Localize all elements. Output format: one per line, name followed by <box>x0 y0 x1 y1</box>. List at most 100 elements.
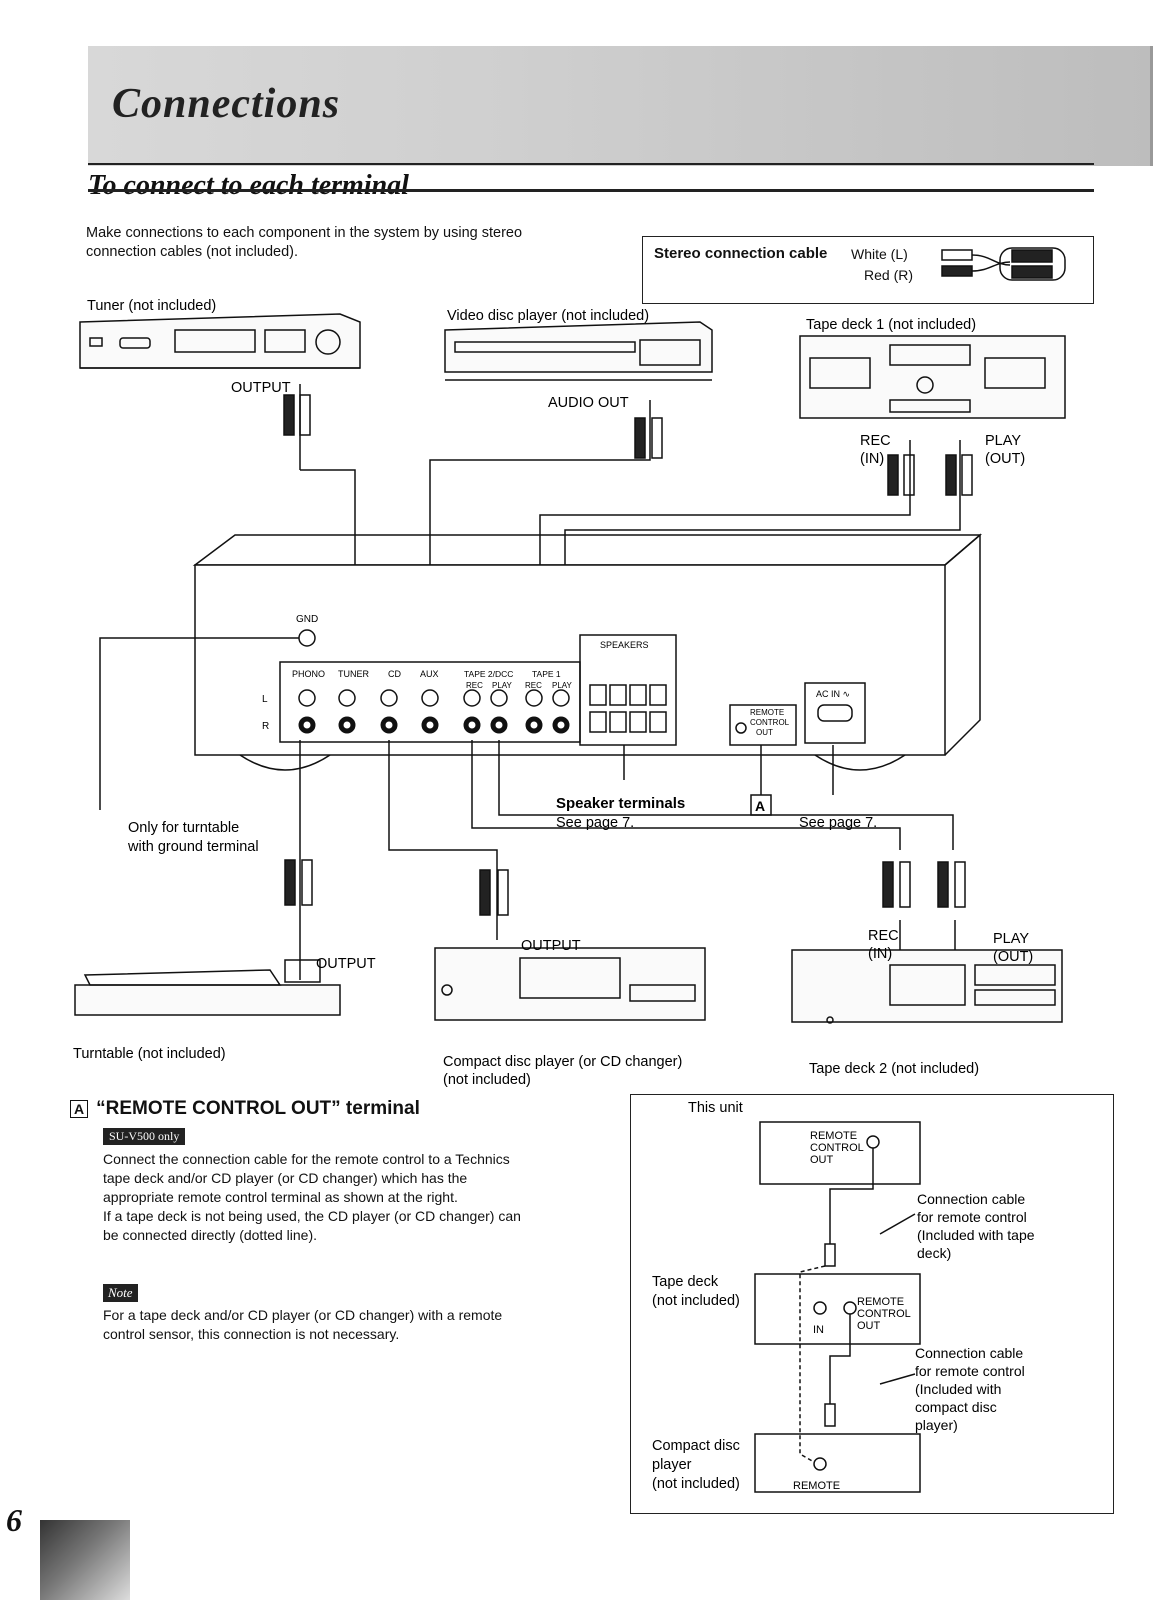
label-tape1-play-out: (OUT) <box>985 451 1025 467</box>
rc-remote: REMOTE <box>793 1480 840 1492</box>
label-tape1-rec-in: (IN) <box>860 451 884 467</box>
label-tuner: Tuner (not included) <box>87 298 216 314</box>
cable-legend-box <box>642 236 1094 304</box>
rc-cd-3: (not included) <box>652 1476 740 1492</box>
remote-control-out-jack <box>729 704 797 746</box>
tape-deck-1-icon <box>799 335 1066 419</box>
page-number: 6 <box>6 1502 22 1538</box>
rc-cable2-3: (Included with <box>915 1381 1001 1397</box>
intro-text: Make connections to each component in th… <box>86 225 523 260</box>
label-rc-out-1: REMOTE <box>750 708 784 717</box>
remote-diagram-box <box>630 1094 1114 1514</box>
amplifier-rear-panel <box>192 533 983 771</box>
header-banner <box>88 46 1153 166</box>
label-tape1-rec-small: REC <box>525 681 542 690</box>
label-rc-out-3: OUT <box>756 728 773 737</box>
video-disc-player-icon <box>444 321 713 381</box>
label-speaker-terminals: Speaker terminals <box>556 795 685 812</box>
remote-paragraph-1: Connect the connection cable for the rem… <box>103 1151 510 1205</box>
label-turntable-output: OUTPUT <box>316 956 376 972</box>
rc-tape-deck-1: Tape deck <box>652 1274 719 1290</box>
dotted-direct-line <box>799 1265 826 1463</box>
cable-2 <box>829 1314 851 1404</box>
note-badge: Note <box>103 1284 138 1302</box>
ground-wire <box>99 637 299 810</box>
label-rc-out-2: CONTROL <box>750 718 790 727</box>
label-only-turntable: Only for turntable <box>128 820 239 836</box>
rc-cable1-4: deck) <box>917 1245 951 1261</box>
rc-tape-deck-2: (not included) <box>652 1293 740 1309</box>
label-speakers: SPEAKERS <box>600 640 649 650</box>
label-tape2-rec: REC <box>868 928 899 944</box>
label-tape1-rec: REC <box>860 433 891 449</box>
label-cd-player-2: (not included) <box>443 1072 531 1088</box>
label-ch-r: R <box>262 721 269 732</box>
tape-deck-box <box>754 1273 921 1345</box>
label-tape2-rec: REC <box>466 681 483 690</box>
label-audio-out: AUDIO OUT <box>548 395 629 411</box>
label-see-page-7-a: See page 7. <box>556 815 634 831</box>
ac-in-socket <box>804 682 866 744</box>
section-rule-top <box>88 163 1094 165</box>
page-edge-mark <box>40 1520 130 1600</box>
label-tape2-rec-in: (IN) <box>868 946 892 962</box>
rc-cable1-3: (Included with tape <box>917 1227 1035 1243</box>
model-badge: SU-V500 only <box>103 1128 186 1145</box>
section-title: To connect to each terminal <box>88 170 409 201</box>
label-cd-jack: CD <box>388 669 401 679</box>
rc-in-label: IN <box>813 1324 824 1336</box>
tuner-device-icon <box>79 313 361 369</box>
label-aux-jack: AUX <box>420 669 439 679</box>
label-tape2: TAPE 2/DCC <box>464 669 513 679</box>
remote-paragraph-2: If a tape deck is not being used, the CD… <box>103 1208 521 1243</box>
remote-heading-text: “REMOTE CONTROL OUT” terminal <box>96 1098 420 1119</box>
rc-td-out-2: CONTROL <box>857 1308 911 1320</box>
label-tuner-output: OUTPUT <box>231 380 291 396</box>
label-tape1-jack: TAPE 1 <box>532 669 561 679</box>
tape1-plugs-icon <box>887 454 973 496</box>
rc-cd-2: player <box>652 1457 692 1473</box>
label-cd-output: OUTPUT <box>521 938 581 954</box>
cable-legend-plugs-icon <box>941 247 1066 281</box>
rc-cable2-2: for remote control <box>915 1363 1025 1379</box>
label-tape-deck-2: Tape deck 2 (not included) <box>809 1061 979 1077</box>
cable-1 <box>829 1148 874 1244</box>
rc-out-3: OUT <box>810 1154 834 1166</box>
label-tape2-play: PLAY <box>492 681 513 690</box>
rc-out-1: REMOTE <box>810 1130 857 1142</box>
tape-deck-2-icon <box>791 949 1063 1024</box>
label-tape1-play: PLAY <box>985 433 1021 449</box>
rc-cable1-2: for remote control <box>917 1209 1027 1225</box>
label-only-turntable-2: with ground terminal <box>127 839 259 855</box>
label-phono: PHONO <box>292 669 325 679</box>
label-a-marker: A <box>755 798 765 814</box>
turntable-icon <box>74 959 341 1016</box>
cd-plugs-icon <box>479 869 509 916</box>
rc-cable2-1: Connection cable <box>915 1345 1023 1361</box>
label-ac-in: AC IN ∿ <box>816 689 850 699</box>
page-header-title: Connections <box>112 81 341 127</box>
tape2-plugs-icon <box>882 861 966 908</box>
rc-cable2-5: player) <box>915 1417 958 1433</box>
label-tuner-jack: TUNER <box>338 669 369 679</box>
connection-diagram: Tuner (not included) OUTPUT Video disc p… <box>73 247 1066 1088</box>
this-unit-box <box>759 1121 921 1185</box>
label-video-disc: Video disc player (not included) <box>447 308 649 324</box>
cd-player-box <box>754 1433 921 1493</box>
rc-this-unit: This unit <box>688 1100 743 1116</box>
rc-td-out-3: OUT <box>857 1320 881 1332</box>
label-ch-l: L <box>262 694 268 705</box>
rc-out-2: CONTROL <box>810 1142 864 1154</box>
label-see-page-7-b: See page 7. <box>799 815 877 831</box>
rc-cd-1: Compact disc <box>652 1438 740 1454</box>
label-tape1-play-small: PLAY <box>552 681 573 690</box>
video-plug-icon <box>634 417 663 459</box>
cable-legend-red: Red (R) <box>864 267 914 283</box>
jack-row-left <box>298 689 570 707</box>
a-marker: A <box>70 1100 89 1118</box>
rc-cable1-1: Connection cable <box>917 1191 1025 1207</box>
rc-cable2-4: compact disc <box>915 1399 997 1415</box>
label-tape2-play-out: (OUT) <box>993 949 1033 965</box>
remote-diagram: This unit REMOTE CONTROL OUT Connection … <box>652 1100 1035 1493</box>
remote-text-block: Connect the connection cable for the rem… <box>103 1150 528 1245</box>
